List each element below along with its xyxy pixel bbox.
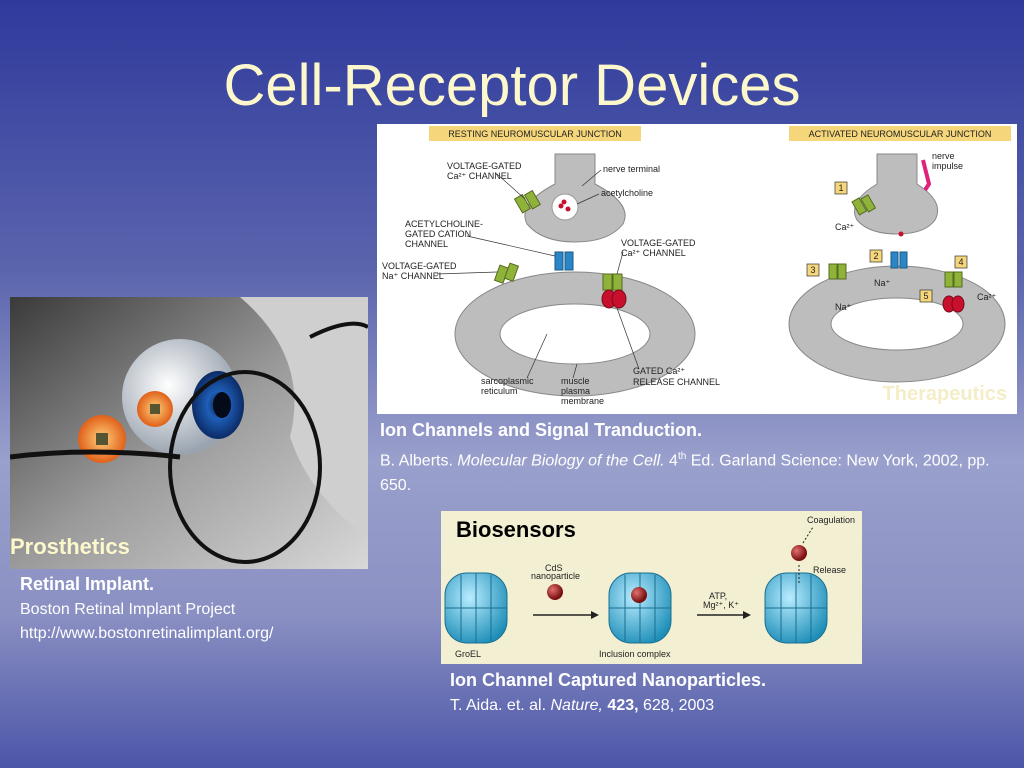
caption-ion-book: Molecular Biology of the Cell. [457,452,665,470]
svg-text:Na⁺: Na⁺ [835,302,852,312]
svg-text:Ca²⁺: Ca²⁺ [835,222,855,232]
caption-retinal-url[interactable]: http://www.bostonretinalimplant.org/ [20,625,274,642]
svg-text:sarcoplasmic: sarcoplasmic [481,376,534,386]
svg-text:acetylcholine: acetylcholine [601,188,653,198]
svg-text:RELEASE CHANNEL: RELEASE CHANNEL [633,377,720,387]
caption-nano-rest: 628, 2003 [638,697,715,714]
svg-text:5: 5 [923,291,928,301]
nmj-diagram: RESTING NEUROMUSCULAR JUNCTION ACTIVATED… [382,126,1011,406]
svg-text:Mg²⁺, K⁺: Mg²⁺, K⁺ [703,600,739,610]
caption-nano-author: T. Aida. et. al. [450,697,551,714]
caption-nano-volume: 423, [602,697,639,714]
caption-retinal: Retinal Implant. Boston Retinal Implant … [20,572,380,646]
groel-right [764,572,828,644]
svg-text:ATP,: ATP, [709,591,727,601]
svg-text:Ca²⁺: Ca²⁺ [977,292,997,302]
groel-left [444,572,508,644]
svg-text:nanoparticle: nanoparticle [531,571,580,581]
released-nanoparticle [791,545,807,561]
svg-text:CHANNEL: CHANNEL [405,239,448,249]
groel-diagram: GroEL CdS nanoparticle Inclusion complex… [444,515,855,659]
therapeutics-tag: Therapeutics [882,383,1007,405]
glasses-lens [168,370,322,564]
svg-text:nerve terminal: nerve terminal [603,164,660,174]
svg-text:reticulum: reticulum [481,386,518,396]
caption-ion-ed-sup: th [677,451,687,462]
svg-text:GATED Ca²⁺: GATED Ca²⁺ [633,366,685,376]
caption-nanoparticles: Ion Channel Captured Nanoparticles. T. A… [450,668,1010,718]
svg-text:Ca²⁺ CHANNEL: Ca²⁺ CHANNEL [447,171,512,181]
svg-text:VOLTAGE-GATED: VOLTAGE-GATED [382,261,457,271]
svg-text:GATED CATION: GATED CATION [405,229,471,239]
retinal-implant-image [10,297,368,569]
caption-ion-channels-heading: Ion Channels and Signal Tranduction. [380,420,703,440]
slide-title: Cell-Receptor Devices [223,53,801,118]
svg-text:Ca²⁺ CHANNEL: Ca²⁺ CHANNEL [621,248,686,258]
svg-text:GroEL: GroEL [455,649,481,659]
activated-header: ACTIVATED NEUROMUSCULAR JUNCTION [809,129,992,139]
svg-text:ACETYLCHOLINE-: ACETYLCHOLINE- [405,219,483,229]
svg-text:Inclusion complex: Inclusion complex [599,649,671,659]
resting-header: RESTING NEUROMUSCULAR JUNCTION [448,129,622,139]
caption-ion-rest: Ed. Garland Science: New York, 2002, pp.… [380,452,990,495]
caption-nano-journal: Nature, [550,697,603,714]
svg-text:VOLTAGE-GATED: VOLTAGE-GATED [447,161,522,171]
caption-retinal-line1: Boston Retinal Implant Project [20,601,236,618]
svg-text:Release: Release [813,565,846,575]
biosensor-figure: Biosensors GroEL CdS nanoparticle Inclus… [441,511,862,664]
resting-header-box [429,126,641,141]
caption-retinal-heading: Retinal Implant. [20,574,155,594]
face-eye-illustration [10,297,368,569]
caption-ion-author: B. Alberts. [380,452,458,470]
svg-text:4: 4 [958,257,963,267]
svg-text:Na⁺ CHANNEL: Na⁺ CHANNEL [382,271,444,281]
svg-text:plasma: plasma [561,386,590,396]
biosensors-tag: Biosensors [456,517,576,542]
svg-text:Coagulation: Coagulation [807,515,855,525]
cds-nanoparticle [547,584,563,600]
svg-text:VOLTAGE-GATED: VOLTAGE-GATED [621,238,696,248]
glasses-arm [10,449,181,460]
prosthetics-tag: Prosthetics [10,534,130,559]
activated-header-box [789,126,1011,141]
svg-text:3: 3 [810,265,815,275]
sarcoplasmic-lumen-left [499,303,651,365]
svg-text:membrane: membrane [561,396,604,406]
svg-text:CdS: CdS [545,563,563,573]
svg-text:impulse: impulse [932,161,963,171]
face-profile [240,297,368,537]
groel-middle [608,572,672,644]
caption-nano-heading: Ion Channel Captured Nanoparticles. [450,670,767,690]
caption-ion-ed: 4 [664,452,678,470]
vesicle [551,193,579,221]
svg-text:nerve: nerve [932,151,955,161]
svg-text:muscle: muscle [561,376,590,386]
neuromuscular-junction-figure: RESTING NEUROMUSCULAR JUNCTION ACTIVATED… [377,124,1017,414]
caption-ion-channels: Ion Channels and Signal Tranduction. B. … [380,418,1020,498]
svg-text:2: 2 [873,251,878,261]
svg-text:1: 1 [838,183,843,193]
svg-text:Na⁺: Na⁺ [874,278,891,288]
